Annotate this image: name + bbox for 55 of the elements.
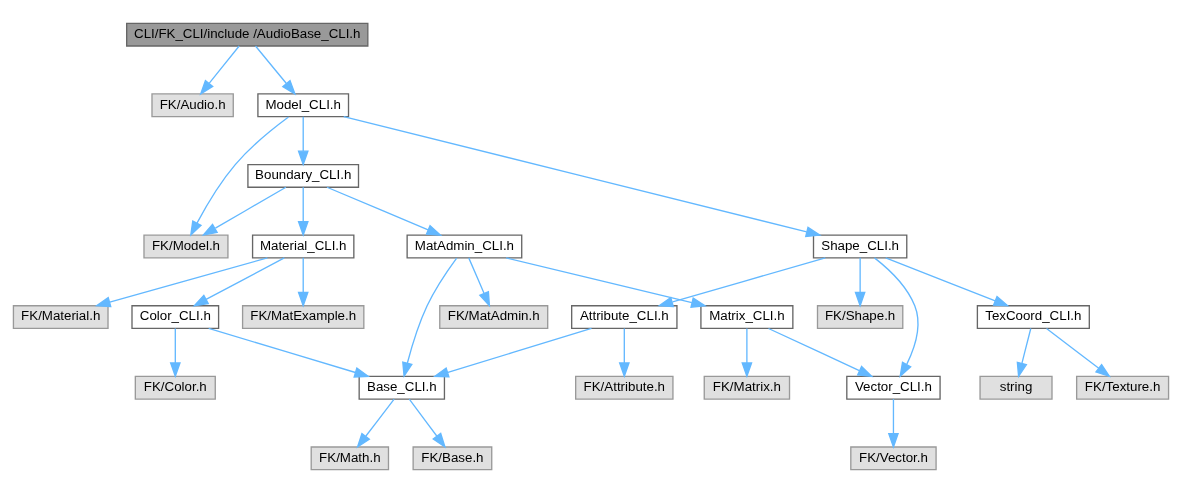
node-box: Model_CLI.h — [257, 93, 350, 118]
node-box: FK/Model.h — [143, 234, 229, 259]
node-box: FK/Base.h — [412, 446, 493, 471]
node-box: CLI/FK_CLI/include /AudioBase_CLI.h — [126, 22, 369, 47]
arrow — [1045, 327, 1111, 378]
arrow — [169, 327, 181, 379]
node-box: FK/Attribute.h — [575, 375, 674, 400]
arrow — [201, 186, 287, 237]
arrow — [618, 327, 630, 379]
arrow — [208, 327, 371, 378]
node-box: string — [979, 375, 1053, 400]
arrow — [199, 45, 240, 96]
node-box: Matrix_CLI.h — [700, 305, 794, 330]
node-box: FK/Texture.h — [1076, 375, 1170, 400]
node-box: FK/Audio.h — [151, 93, 234, 118]
node-box: FK/Matrix.h — [703, 375, 791, 400]
node-box: FK/Math.h — [310, 446, 390, 471]
node-box: Attribute_CLI.h — [571, 305, 678, 330]
arrow — [254, 45, 297, 96]
node-box: Shape_CLI.h — [812, 234, 908, 259]
node-box: Material_CLI.h — [251, 234, 355, 259]
arrow — [432, 327, 593, 378]
node-box: TexCoord_CLI.h — [976, 305, 1090, 330]
arrow — [297, 115, 309, 167]
node-box: FK/MatExample.h — [241, 305, 365, 330]
node-box: FK/Material.h — [12, 305, 109, 330]
arrow — [887, 398, 900, 449]
node-box: Boundary_CLI.h — [247, 163, 360, 188]
arrow — [402, 257, 458, 379]
node-box: Vector_CLI.h — [846, 375, 941, 400]
arrow — [408, 398, 447, 449]
node-box: Base_CLI.h — [358, 375, 446, 400]
arrow — [192, 257, 285, 307]
node-box: FK/Shape.h — [816, 305, 904, 330]
arrow — [767, 327, 874, 378]
arrow — [468, 257, 491, 308]
arrow — [505, 257, 707, 308]
arrow — [297, 257, 309, 308]
node-box: Color_CLI.h — [131, 305, 220, 330]
arrow — [94, 257, 269, 308]
arrow — [297, 186, 309, 238]
arrow — [873, 257, 919, 378]
node-box: FK/Color.h — [134, 375, 216, 400]
node-box: MatAdmin_CLI.h — [406, 234, 523, 259]
arrow — [356, 398, 395, 449]
arrow — [885, 257, 1010, 307]
node-box: FK/Vector.h — [850, 446, 937, 471]
arrow — [326, 186, 443, 236]
arrow — [1016, 327, 1032, 379]
arrow — [741, 327, 753, 379]
node-box: FK/MatAdmin.h — [439, 305, 549, 330]
arrow — [854, 257, 866, 308]
arrow — [657, 257, 826, 308]
arrow — [189, 116, 290, 237]
arrow — [343, 116, 822, 238]
